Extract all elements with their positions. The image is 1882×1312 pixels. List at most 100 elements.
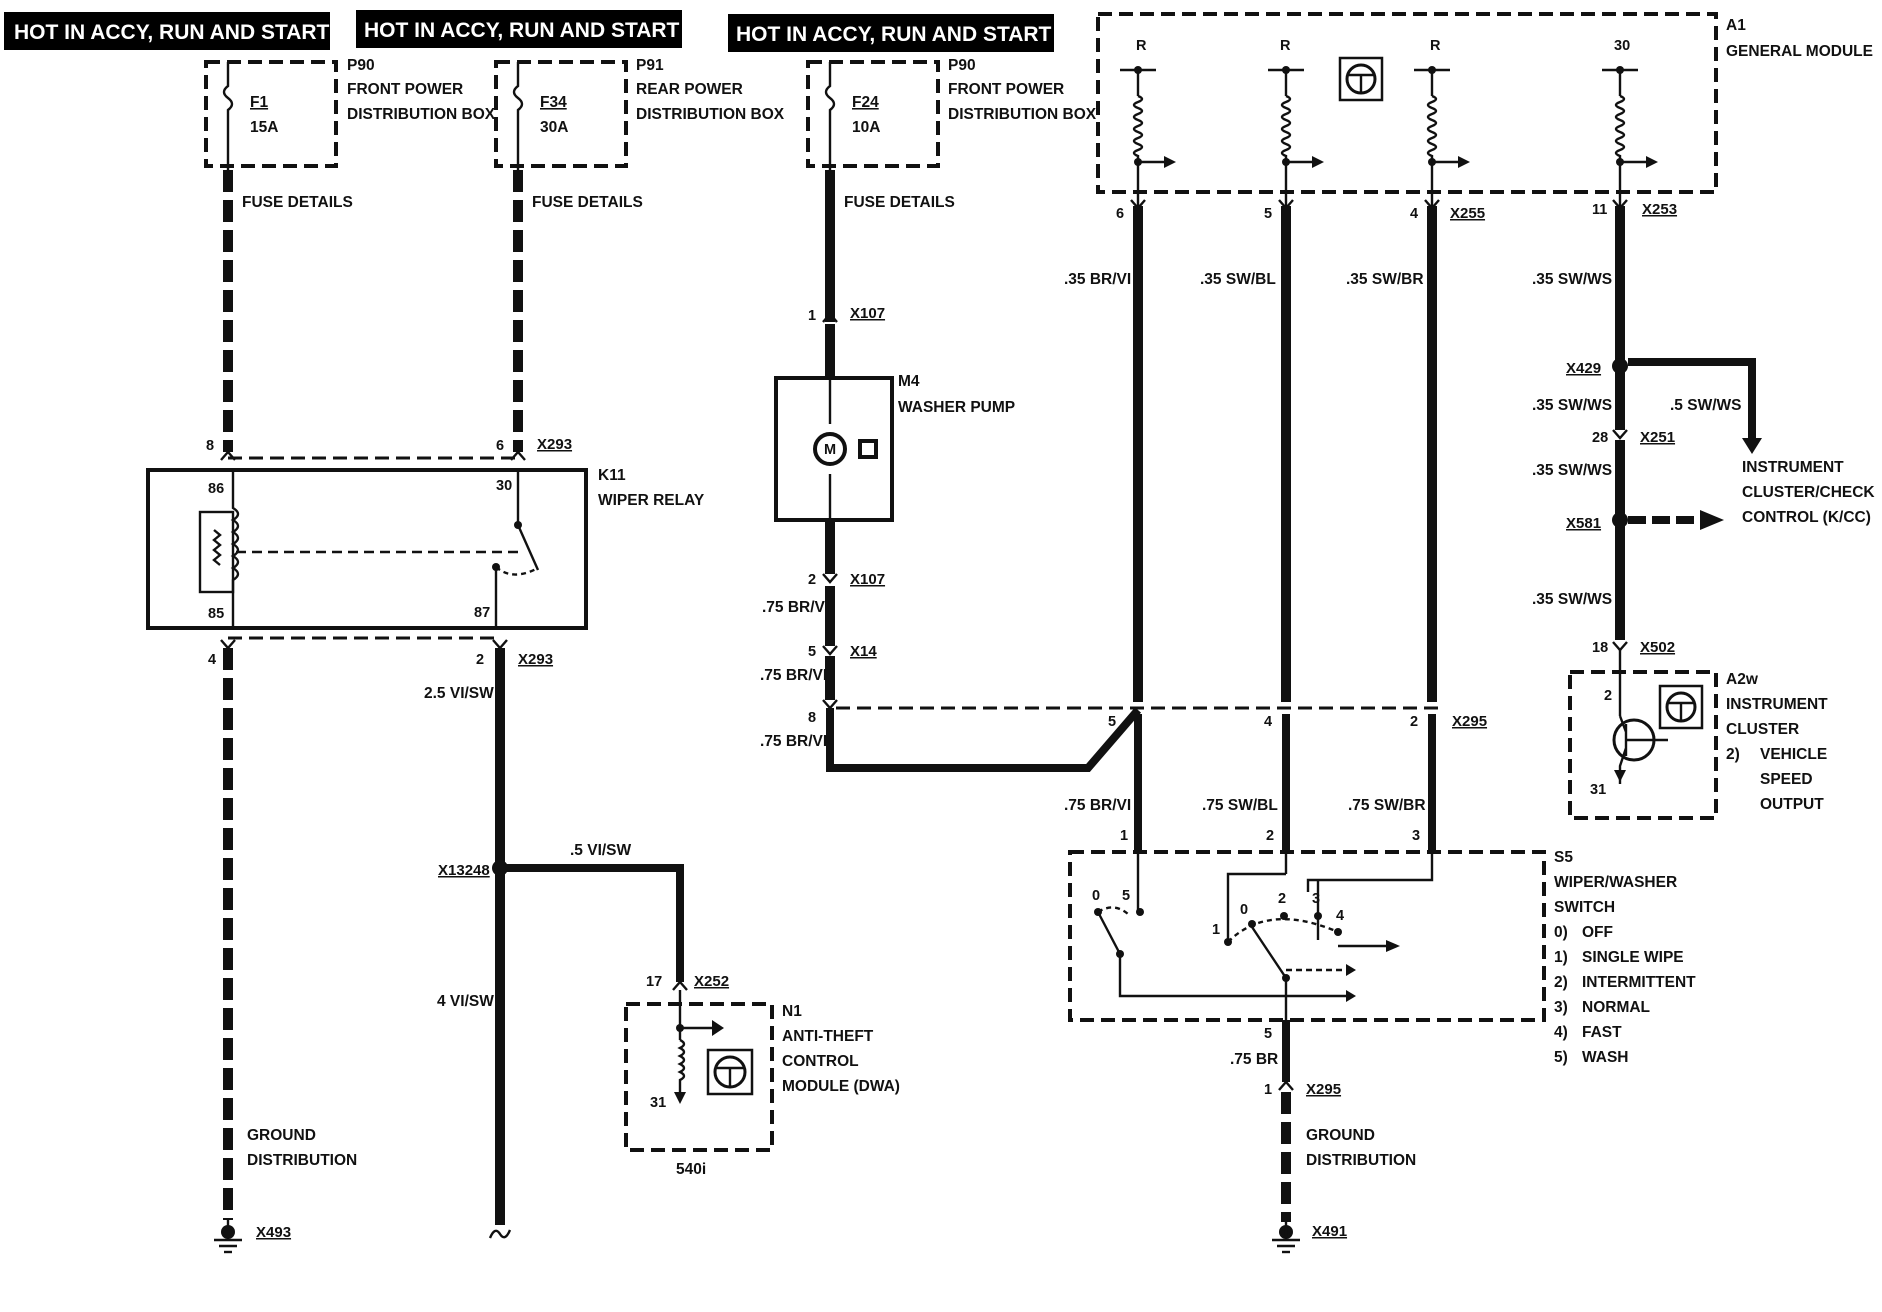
gm-internal-columns <box>1120 66 1658 210</box>
gm-wire-4: .35 SW/WS <box>1532 271 1612 288</box>
x295-pin-1: 5 <box>1108 714 1116 730</box>
x295-wire-1: .75 BR/VI <box>1064 797 1131 814</box>
relay-pin-85: 85 <box>208 606 224 622</box>
wires-gm-to-x295 <box>1133 206 1437 702</box>
fuse-box-f24-id: P90 <box>948 57 976 74</box>
antitheft-id: N1 <box>782 1003 802 1020</box>
fuse-f1-details: FUSE DETAILS <box>242 194 353 211</box>
switch-contact-left-0: 0 <box>1092 888 1100 904</box>
antitheft-line3: MODULE (DWA) <box>782 1078 900 1095</box>
fuse-f34-rating: 30A <box>540 119 568 136</box>
pump-pin-8: 8 <box>808 710 816 726</box>
cluster-wire-c: .35 SW/WS <box>1532 591 1612 608</box>
switch-wire-out: .75 BR <box>1230 1051 1278 1068</box>
wires-x295-to-switch <box>1134 714 1436 852</box>
cluster-pin18: 18 <box>1592 640 1608 656</box>
switch-line1: WIPER/WASHER <box>1554 874 1677 891</box>
fuse-box-f1-line2: DISTRIBUTION BOX <box>347 106 496 123</box>
pump-icon <box>858 439 878 459</box>
gm-pin-out-3: 4 <box>1410 206 1418 222</box>
kcc-arrow-icon <box>1742 438 1762 454</box>
switch-contact-right-4: 4 <box>1336 908 1344 924</box>
pump-name: WASHER PUMP <box>898 399 1015 416</box>
antitheft-ground-pin: 31 <box>650 1095 666 1111</box>
fuse-box-f34-line1: REAR POWER <box>636 81 743 98</box>
gm-pin-out-1: 6 <box>1116 206 1124 222</box>
switch-pos-3-text: NORMAL <box>1582 999 1650 1016</box>
fuse-box-f34: F34 30A P91 REAR POWER DISTRIBUTION BOX … <box>494 57 785 211</box>
splice-branch-wire: .5 VI/SW <box>570 842 632 859</box>
switch-pos-1-text: SINGLE WIPE <box>1582 949 1684 966</box>
fuse-box-f24-line1: FRONT POWER <box>948 81 1064 98</box>
antitheft-pin: 17 <box>646 974 662 990</box>
antitheft-line1: ANTI-THEFT <box>782 1028 874 1045</box>
cluster-pin31: 31 <box>1590 782 1606 798</box>
antitheft-module-n1: 17 X252 31 N1 ANTI-THEFT CONTROL MODULE … <box>624 973 900 1178</box>
switch-pin-x295: 1 <box>1264 1082 1272 1098</box>
switch-id: S5 <box>1554 849 1573 866</box>
wire-relay-85-to-ground <box>220 639 236 1220</box>
fuse-f34-label: F34 <box>540 94 567 111</box>
gm-pin-top-4: 30 <box>1614 38 1630 54</box>
gm-pullup-column <box>1268 66 1324 210</box>
ground-right-connector: X491 <box>1312 1223 1347 1240</box>
cluster-branch: X429 .35 SW/WS .5 SW/WS 28 X251 .35 SW/W… <box>1532 206 1875 656</box>
switch-pin-3: 3 <box>1412 828 1420 844</box>
cluster-id: A2w <box>1726 671 1759 688</box>
gm-wire-1: .35 BR/VI <box>1064 271 1131 288</box>
cluster-pin2: 2 <box>1604 688 1612 704</box>
ground-left-label1: GROUND <box>247 1127 316 1144</box>
switch-pos-1-num: 1) <box>1554 949 1568 966</box>
switch-conn-x295: X295 <box>1306 1081 1341 1098</box>
ground-right: GROUND DISTRIBUTION X491 <box>1272 1127 1416 1254</box>
relay-conn-pin-bottom-right: 2 <box>476 652 484 668</box>
antitheft-resistor-icon <box>677 1038 686 1094</box>
switch-pos-2-num: 2) <box>1554 974 1568 991</box>
relay-conn-pin-top-left: 8 <box>206 438 214 454</box>
switch-pos-2-text: INTERMITTENT <box>1582 974 1696 991</box>
general-module-name: GENERAL MODULE <box>1726 43 1873 60</box>
antitheft-connector: X252 <box>694 973 729 990</box>
wire-f1-to-relay <box>220 170 236 461</box>
switch-contact-right-3: 3 <box>1312 891 1320 907</box>
cluster-line3: 2) <box>1726 746 1740 763</box>
cluster-line1: INSTRUMENT <box>1726 696 1828 713</box>
relay-conn-pin-top-right: 6 <box>496 438 504 454</box>
pump-conn-bottom: X107 <box>850 571 885 588</box>
cluster-x429: X429 <box>1566 360 1601 377</box>
relay-connector-top: X293 <box>537 436 572 453</box>
cluster-steering-wheel-icon <box>1658 684 1704 730</box>
motor-letter: M <box>824 442 836 458</box>
fuse-f24-label: F24 <box>852 94 879 111</box>
gm-wire-2: .35 SW/BL <box>1200 271 1276 288</box>
antitheft-line2: CONTROL <box>782 1053 859 1070</box>
general-module-id: A1 <box>1726 17 1746 34</box>
relay-name: WIPER RELAY <box>598 492 705 509</box>
switch-line2: SWITCH <box>1554 899 1615 916</box>
fuse-f24-rating: 10A <box>852 119 880 136</box>
cluster-x251: X251 <box>1640 429 1675 446</box>
switch-pos-0-num: 0) <box>1554 924 1568 941</box>
switch-pin-2: 2 <box>1266 828 1274 844</box>
switch-pos-4-num: 4) <box>1554 1024 1568 1041</box>
relay-pin-86: 86 <box>208 481 224 497</box>
cluster-line2: CLUSTER <box>1726 721 1799 738</box>
pump-id: M4 <box>898 373 920 390</box>
switch-pos-5-text: WASH <box>1582 1049 1629 1066</box>
gm-conn-right: X253 <box>1642 201 1677 218</box>
fuse-f1-label: F1 <box>250 94 268 111</box>
pump-pin-top: 1 <box>808 308 816 324</box>
gm-pin-top-1: R <box>1136 38 1147 54</box>
antitheft-note: 540i <box>676 1161 706 1178</box>
fuse-box-f1-id: P90 <box>347 57 375 74</box>
gm-pullup-column <box>1120 66 1176 210</box>
relay-pin-30: 30 <box>496 478 512 494</box>
ground-left-connector: X493 <box>256 1224 291 1241</box>
switch-to-ground: 5 .75 BR 1 X295 <box>1230 1020 1341 1222</box>
switch-pin-1: 1 <box>1120 828 1128 844</box>
cluster-x502: X502 <box>1640 639 1675 656</box>
banner-3-text: HOT IN ACCY, RUN AND START <box>736 23 1052 46</box>
ground-right-label1: GROUND <box>1306 1127 1375 1144</box>
cluster-x581: X581 <box>1566 515 1601 532</box>
gm-steering-wheel-icon <box>1338 56 1384 102</box>
